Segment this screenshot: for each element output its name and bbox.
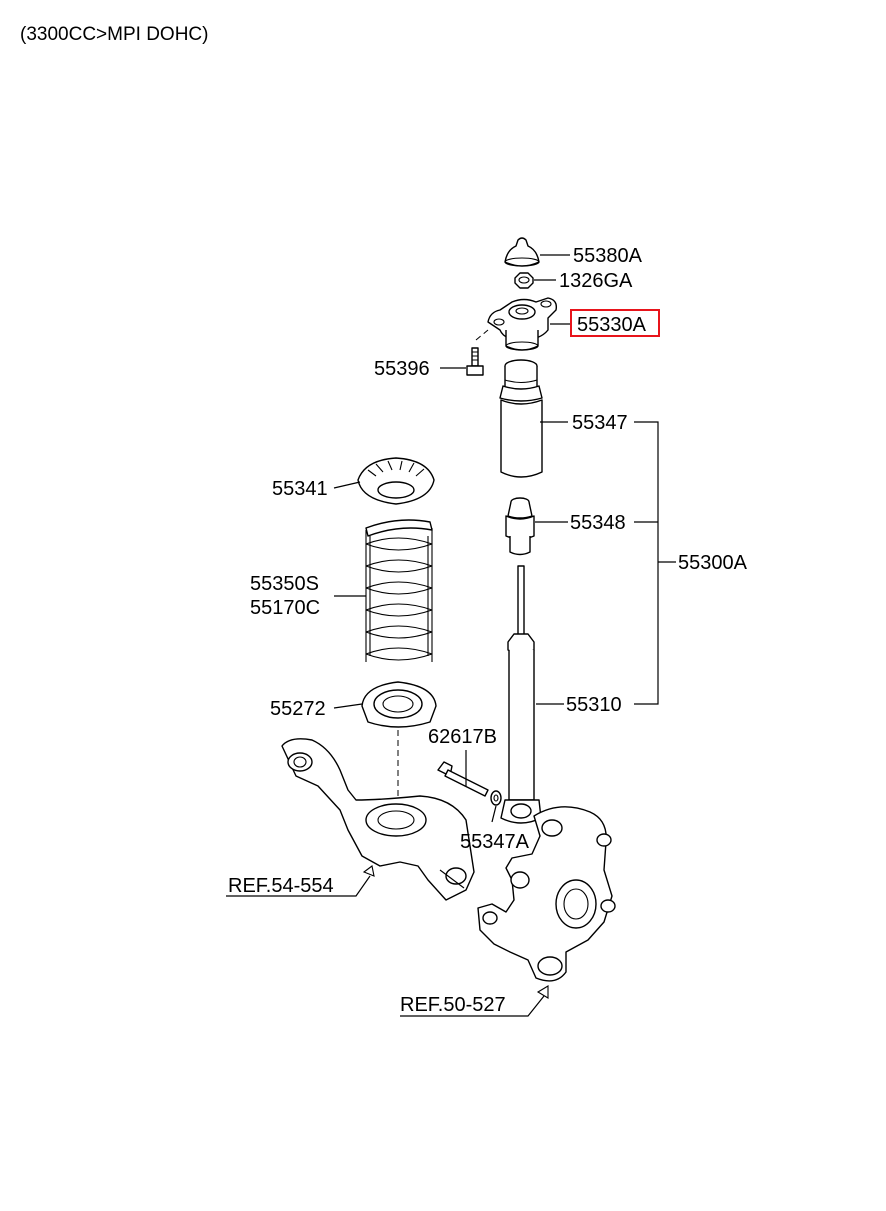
shock-absorber-part[interactable] xyxy=(500,565,542,824)
bump-stopper-part[interactable] xyxy=(505,497,535,556)
label-ref-50-527[interactable]: REF.50-527 xyxy=(400,994,506,1016)
diagram-header: (3300CC>MPI DOHC) xyxy=(20,24,208,45)
label-55300A[interactable]: 55300A xyxy=(678,552,748,574)
highlight-box xyxy=(570,309,660,337)
label-55272[interactable]: 55272 xyxy=(270,698,326,720)
dust-cap-part[interactable] xyxy=(504,237,540,267)
label-55341[interactable]: 55341 xyxy=(272,478,328,500)
label-55330A[interactable]: 55330A xyxy=(577,314,647,336)
label-55347[interactable]: 55347 xyxy=(572,412,628,434)
label-55380A[interactable]: 55380A xyxy=(573,245,643,267)
washer-part[interactable] xyxy=(490,790,502,806)
lower-control-arm-part[interactable] xyxy=(281,738,475,901)
label-1326GA[interactable]: 1326GA xyxy=(559,270,633,292)
nut-part[interactable] xyxy=(514,272,534,289)
label-55310[interactable]: 55310 xyxy=(566,694,622,716)
label-55170C[interactable]: 55170C xyxy=(250,597,320,619)
label-55347A[interactable]: 55347A xyxy=(460,831,530,853)
upper-spring-seat-part[interactable] xyxy=(357,457,435,505)
strut-mount-part[interactable] xyxy=(487,297,558,351)
dust-cover-part[interactable] xyxy=(499,359,543,478)
label-55350S[interactable]: 55350S xyxy=(250,573,319,595)
label-55396[interactable]: 55396 xyxy=(374,358,430,380)
coil-spring-part[interactable] xyxy=(365,519,433,662)
label-55348[interactable]: 55348 xyxy=(570,512,626,534)
label-62617B[interactable]: 62617B xyxy=(428,726,497,748)
lower-spring-pad-part[interactable] xyxy=(361,681,437,800)
label-ref-54-554[interactable]: REF.54-554 xyxy=(228,875,334,897)
leader-lines xyxy=(226,254,676,1017)
lower-bolt-part[interactable] xyxy=(437,761,489,797)
knuckle-part[interactable] xyxy=(477,806,616,982)
bolt-part[interactable] xyxy=(466,329,489,376)
